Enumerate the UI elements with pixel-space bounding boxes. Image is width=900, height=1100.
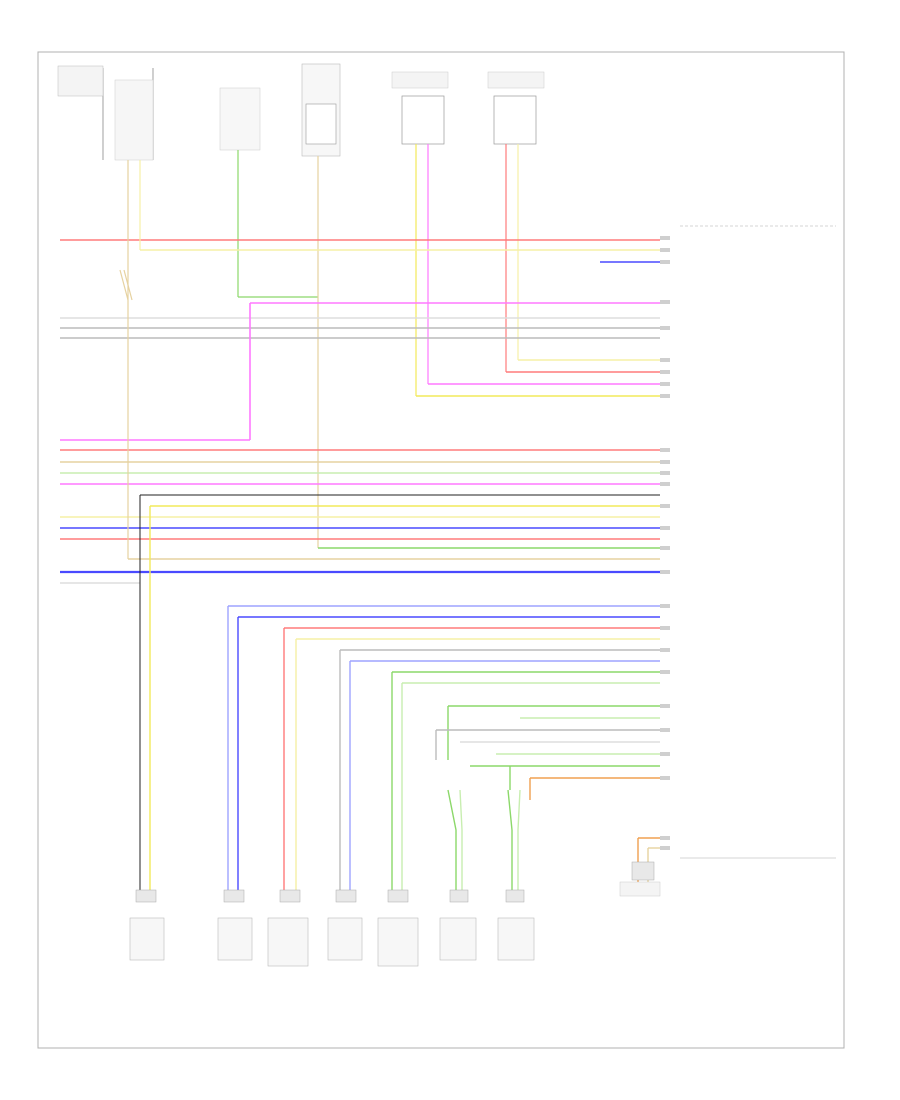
bottom-component-b6: [439, 917, 477, 961]
lower-bus-wires: [139, 495, 660, 890]
diagram-border: [37, 51, 845, 1049]
top-component-c4: [301, 63, 341, 157]
bottom-component-b2: [217, 917, 253, 961]
bottom-connectors: [135, 861, 655, 903]
top-component-c3: [219, 87, 261, 151]
bottom-component-b4: [327, 917, 363, 961]
bottom-component-b5: [377, 917, 419, 967]
bottom-component-b8: [619, 881, 661, 897]
top-component-c6: [487, 71, 545, 145]
bottom-component-b3: [267, 917, 309, 967]
bottom-component-b1: [129, 917, 165, 961]
module-pin-column: [660, 236, 670, 850]
left-feed-wires: [119, 160, 141, 559]
top-vertical-wires: [237, 144, 519, 548]
top-component-c5: [391, 71, 449, 145]
bottom-component-b7: [497, 917, 535, 961]
top-left-connector: [57, 65, 154, 161]
horizontal-wires: [60, 239, 660, 584]
